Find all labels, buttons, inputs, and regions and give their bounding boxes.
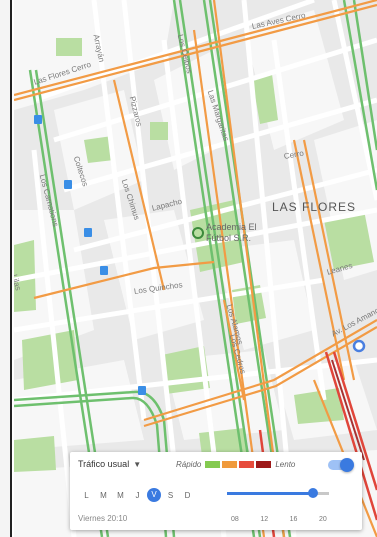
time-slider-knob[interactable] [307, 488, 318, 498]
park-1 [56, 38, 82, 56]
park-5 [324, 210, 374, 270]
legend-swatch-very-slow [256, 461, 272, 468]
traffic-mode-dropdown[interactable]: Tráfico usual ▼ [78, 459, 141, 469]
park-4 [252, 74, 278, 124]
chevron-down-icon: ▼ [133, 459, 142, 469]
time-tick-label: 16 [289, 516, 298, 523]
transit-markers [34, 115, 366, 395]
day-button[interactable]: D [184, 490, 191, 500]
day-button[interactable]: J [135, 490, 140, 500]
day-time-label: Viernes 20:10 [78, 514, 128, 523]
day-button[interactable]: M [100, 490, 107, 500]
park-2 [150, 122, 168, 140]
toggle-knob [340, 458, 354, 472]
day-button[interactable]: M [117, 490, 124, 500]
transit-stop-icon[interactable] [138, 386, 146, 395]
legend-swatch-slow [239, 461, 255, 468]
legend-swatch-medium [222, 461, 238, 468]
transit-stop-icon[interactable] [34, 115, 42, 124]
transit-stop-icon[interactable] [64, 180, 72, 189]
park-12 [14, 436, 56, 472]
traffic-legend: Rápido Lento [176, 460, 295, 469]
place-pin-icon[interactable] [192, 227, 204, 239]
time-tick-label: 12 [260, 516, 269, 523]
park-3 [84, 136, 114, 163]
left-edge-panel [0, 0, 12, 537]
very-slow-traffic-roads [331, 359, 365, 461]
day-button[interactable]: S [167, 490, 174, 500]
legend-fast-label: Rápido [176, 460, 202, 469]
legend-slow-label: Lento [275, 460, 296, 469]
time-tick-label: 08 [231, 516, 239, 523]
traffic-toggle[interactable] [328, 458, 354, 472]
location-marker-icon[interactable] [352, 339, 366, 353]
time-slider-fill [227, 492, 313, 495]
transit-stop-icon[interactable] [84, 228, 92, 237]
park-8 [22, 330, 78, 390]
place-name-line2[interactable]: Fútbol S.R. [206, 233, 252, 243]
minor-streets [14, 0, 377, 537]
district-label: LAS FLORES [272, 200, 357, 214]
day-button[interactable]: L [84, 490, 89, 500]
medium-traffic-roads [14, 0, 377, 537]
park-10 [294, 388, 344, 424]
transit-stop-icon[interactable] [100, 266, 108, 275]
time-tick-label: 20 [319, 516, 327, 523]
time-ticks: 08 12 16 20 [227, 516, 329, 526]
legend-swatch-fast [205, 461, 221, 468]
place-name-line1[interactable]: Academia El [206, 222, 257, 232]
day-button[interactable]: V [147, 488, 161, 502]
time-slider[interactable] [227, 488, 329, 498]
traffic-mode-label: Tráfico usual [78, 459, 130, 469]
